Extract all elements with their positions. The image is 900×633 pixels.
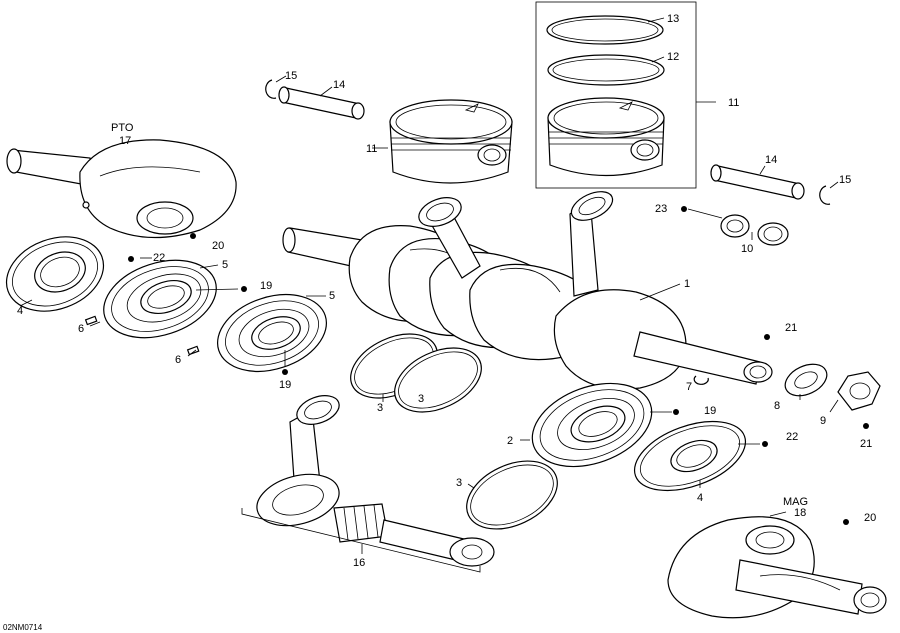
callout-20: 20 — [864, 512, 876, 524]
callout-20: 20 — [212, 240, 224, 252]
retaining-ring-lower[interactable] — [456, 448, 568, 543]
callout-14: 14 — [333, 79, 345, 91]
callout-4: 4 — [697, 492, 703, 504]
callout-15: 15 — [839, 174, 851, 186]
piston-boxed[interactable] — [547, 97, 665, 177]
piston-kit-box — [535, 1, 716, 189]
callout-21: 21 — [785, 322, 797, 334]
retaining-ring-right[interactable] — [384, 335, 491, 425]
callout-3: 3 — [377, 402, 383, 414]
callout-11: 11 — [366, 143, 377, 155]
ball-bearing-pto-outer[interactable] — [94, 247, 227, 351]
callout-2: 2 — [507, 435, 513, 447]
callout-7: 7 — [686, 381, 692, 393]
callout-5: 5 — [329, 290, 335, 302]
crankshaft-assembly[interactable] — [282, 225, 773, 390]
callout-19: 19 — [704, 405, 716, 417]
callout-15: 15 — [285, 70, 297, 82]
callout-18: 18 — [794, 507, 806, 519]
callout-1: 1 — [684, 278, 690, 290]
crankshaft-pto-half[interactable] — [6, 139, 237, 239]
callout-3: 3 — [418, 393, 424, 405]
dowel-pin-lower[interactable] — [186, 345, 200, 356]
oil-seal-mag[interactable] — [625, 408, 755, 504]
piston-ring-second[interactable] — [547, 54, 665, 86]
callout-16: 16 — [353, 557, 365, 569]
callout-3: 3 — [456, 477, 462, 489]
callout-10: 10 — [741, 243, 753, 255]
dowel-pin-upper[interactable] — [84, 315, 98, 326]
conrod-kit-bracket — [241, 508, 481, 573]
ball-bearing-mag[interactable] — [520, 368, 663, 482]
piston-pin-right[interactable] — [710, 164, 805, 200]
callout-23: 23 — [655, 203, 667, 215]
piston-left[interactable] — [372, 99, 513, 184]
connecting-rod-right[interactable] — [567, 186, 617, 297]
callout-14: 14 — [765, 154, 777, 166]
piston-ring-top[interactable] — [546, 15, 665, 45]
piston-pin-left[interactable] — [278, 86, 365, 120]
connecting-rod-left[interactable] — [415, 192, 481, 279]
callout-13: 13 — [667, 13, 679, 25]
callout-8: 8 — [774, 400, 780, 412]
callout-11: 11 — [728, 97, 739, 109]
callout-4: 4 — [17, 305, 23, 317]
pto-label: PTO — [111, 122, 134, 134]
mag-label: MAG — [783, 496, 808, 508]
oil-seal-pto[interactable] — [0, 224, 114, 324]
washer[interactable] — [780, 358, 832, 402]
callout-17: 17 — [119, 135, 131, 147]
lubricant-markers — [128, 206, 869, 525]
nut[interactable] — [829, 371, 881, 413]
callout-5: 5 — [222, 259, 228, 271]
callout-22: 22 — [153, 252, 165, 264]
callout-19: 19 — [279, 379, 291, 391]
drawing-code: 02NM0714 — [3, 623, 43, 632]
connecting-rod-kit[interactable] — [251, 390, 495, 567]
callout-12: 12 — [667, 51, 679, 63]
ball-bearing-pto-inner[interactable] — [208, 281, 337, 384]
needle-bearing-small[interactable] — [687, 208, 789, 246]
woodruff-key[interactable] — [693, 375, 709, 385]
callout-6: 6 — [78, 323, 84, 335]
callout-6: 6 — [175, 354, 181, 366]
callout-22: 22 — [786, 431, 798, 443]
circlip-right[interactable] — [819, 181, 839, 205]
callout-19: 19 — [260, 280, 272, 292]
crankshaft-mag-half[interactable] — [667, 516, 887, 619]
callout-21: 21 — [860, 438, 872, 450]
leader-lines — [19, 257, 787, 517]
circlip-left[interactable] — [265, 75, 287, 99]
callout-9: 9 — [820, 415, 826, 427]
